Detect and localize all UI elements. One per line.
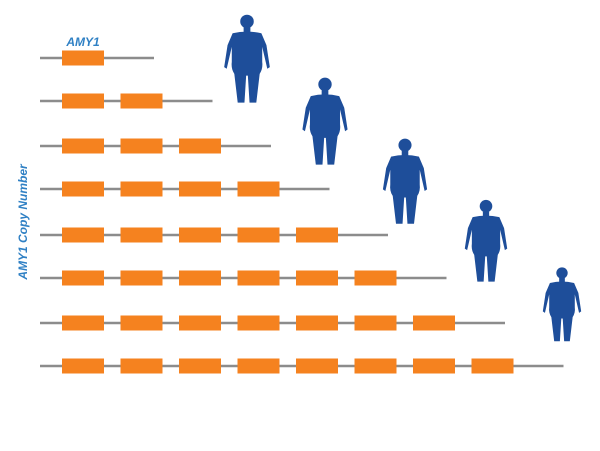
- amy1-gene-box: [62, 315, 104, 331]
- amy1-gene-box: [471, 358, 514, 374]
- amy1-gene-box: [413, 315, 455, 331]
- amy1-gene-box: [237, 270, 280, 286]
- amy1-gene-box: [62, 227, 104, 243]
- amy1-gene-box: [237, 315, 280, 331]
- amy1-gene-box: [120, 227, 163, 243]
- amy1-gene-box: [120, 270, 163, 286]
- amy1-gene-box: [179, 358, 221, 374]
- y-axis-label: AMY1 Copy Number: [16, 163, 30, 281]
- copy-number-rows: [40, 50, 564, 374]
- amy1-gene-box: [120, 315, 163, 331]
- amy1-gene-box: [179, 138, 221, 154]
- amy1-gene-box: [179, 227, 221, 243]
- amy1-gene-box: [413, 358, 455, 374]
- copy-number-row: [40, 270, 447, 286]
- amy1-gene-box: [296, 227, 338, 243]
- copy-number-row: [40, 138, 271, 154]
- amy1-gene-box: [354, 270, 397, 286]
- amy1-gene-box: [179, 270, 221, 286]
- amy1-gene-box: [296, 315, 338, 331]
- copy-number-row: [40, 50, 154, 66]
- amy1-gene-box: [120, 93, 163, 109]
- amy1-gene-box: [354, 315, 397, 331]
- copy-number-row: [40, 181, 330, 197]
- amy1-gene-box: [120, 181, 163, 197]
- amy1-gene-box: [62, 138, 104, 154]
- human-silhouette-icon: [302, 77, 348, 165]
- amy1-gene-box: [179, 315, 221, 331]
- copy-number-row: [40, 227, 388, 243]
- copy-number-row: [40, 358, 564, 374]
- amy1-gene-box: [120, 138, 163, 154]
- amy1-gene-box: [62, 270, 104, 286]
- amy1-gene-box: [62, 93, 104, 109]
- gene-label: AMY1: [65, 35, 100, 49]
- amy1-gene-box: [237, 181, 280, 197]
- amy1-gene-box: [62, 181, 104, 197]
- human-figures: [224, 14, 582, 342]
- amy1-gene-box: [237, 358, 280, 374]
- amy1-gene-box: [296, 358, 338, 374]
- amy1-gene-box: [62, 358, 104, 374]
- amy1-gene-box: [120, 358, 163, 374]
- human-silhouette-icon: [224, 14, 270, 103]
- copy-number-row: [40, 93, 213, 109]
- amy1-gene-box: [237, 227, 280, 243]
- human-silhouette-icon: [542, 267, 582, 342]
- amy1-gene-box: [62, 50, 104, 66]
- copy-number-row: [40, 315, 505, 331]
- human-silhouette-icon: [464, 199, 508, 282]
- amy1-gene-box: [296, 270, 338, 286]
- amy1-gene-box: [179, 181, 221, 197]
- human-silhouette-icon: [382, 138, 428, 224]
- amy1-gene-box: [354, 358, 397, 374]
